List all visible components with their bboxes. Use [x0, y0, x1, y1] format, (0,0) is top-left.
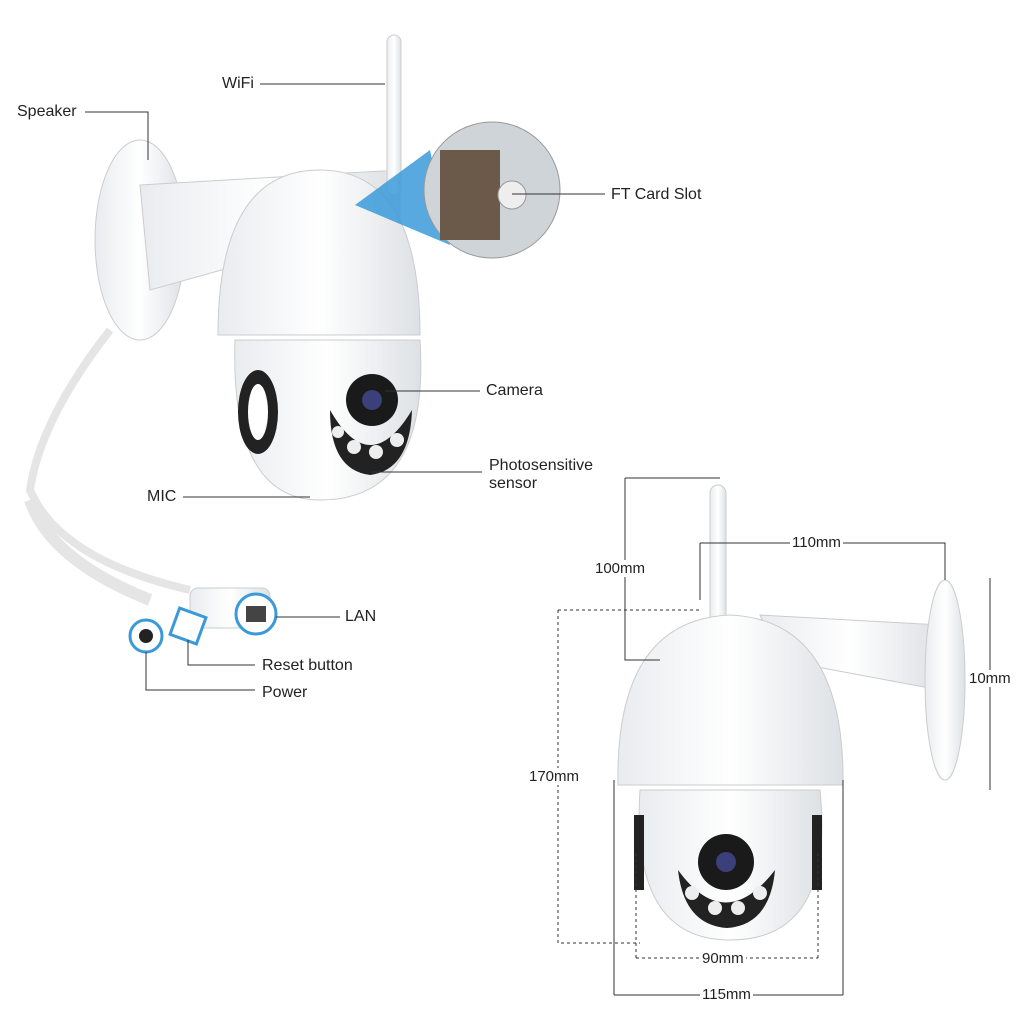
label-reset-button: Reset button: [262, 657, 353, 674]
dim-mount-width: 10mm: [967, 670, 1013, 687]
wifi-antenna: [386, 34, 402, 196]
label-power: Power: [262, 684, 308, 701]
label-mic: MIC: [147, 488, 177, 505]
dim-arm-length: 110mm: [790, 534, 843, 551]
camera-right: [617, 484, 966, 941]
label-camera: Camera: [486, 382, 543, 399]
dim-antenna-height: 100mm: [593, 560, 648, 577]
camera-left: [24, 34, 561, 654]
label-lan: LAN: [345, 608, 377, 625]
dim-outer-width: 115mm: [700, 986, 753, 1003]
dim-inner-width: 90mm: [700, 950, 746, 967]
dim-total-height: 170mm: [527, 768, 582, 785]
dimension-lines: [557, 477, 991, 996]
callout-lines: [85, 83, 605, 691]
label-wifi: WiFi: [222, 75, 254, 92]
label-ft-card-slot: FT Card Slot: [611, 186, 702, 203]
label-speaker: Speaker: [17, 103, 77, 120]
